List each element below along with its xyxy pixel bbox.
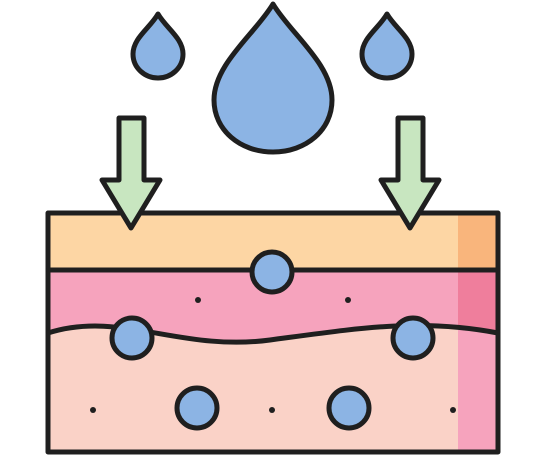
epidermis-bubble (249, 249, 295, 295)
skin-dots (90, 297, 456, 413)
right-small-droplet-icon (359, 11, 415, 81)
skin-block (45, 210, 501, 455)
dermis-bubble-left (109, 315, 155, 361)
right-down-arrow-icon (378, 115, 442, 231)
down-arrows (99, 115, 442, 231)
skin-bubbles (109, 249, 436, 431)
water-drops (130, 1, 415, 155)
hypodermis-bubble-right (326, 385, 372, 431)
hypodermis-bubble-left (174, 385, 220, 431)
left-down-arrow-icon (99, 115, 163, 231)
center-large-droplet-icon (211, 1, 335, 155)
hypodermis-layer (48, 325, 498, 452)
left-small-droplet-icon (130, 11, 186, 81)
dermis-bubble-right (390, 315, 436, 361)
